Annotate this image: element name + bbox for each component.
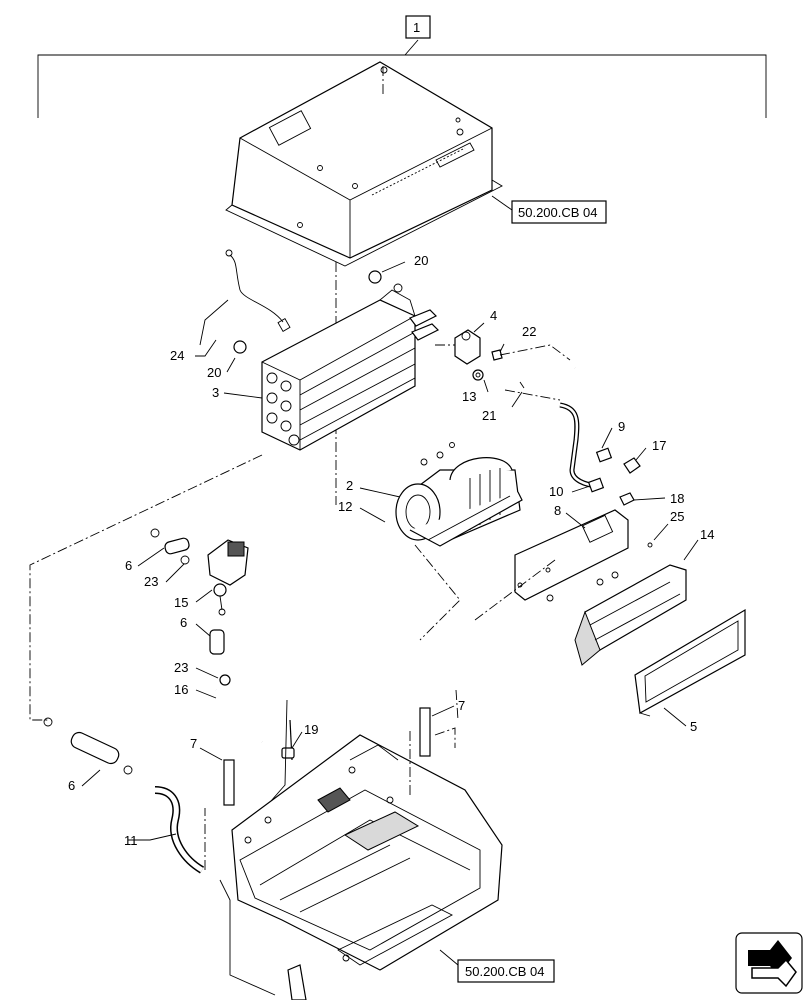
alignment-line	[504, 389, 561, 401]
callout-7-left[interactable]: 7	[190, 736, 223, 761]
callout-13[interactable]: 13	[462, 379, 489, 404]
svg-text:20: 20	[414, 253, 428, 268]
page-navigation-arrow-icon[interactable]	[735, 932, 803, 994]
callout-24[interactable]: 24	[170, 339, 217, 363]
roof-housing	[225, 61, 503, 267]
alignment-line	[434, 727, 456, 748]
callout-10[interactable]: 10	[549, 484, 591, 499]
svg-text:8: 8	[554, 503, 561, 518]
water-valve-15	[207, 539, 249, 616]
callout-25[interactable]: 25	[653, 509, 684, 541]
svg-text:25: 25	[670, 509, 684, 524]
seal-strip-7-left	[223, 759, 235, 806]
hose-6-lower	[43, 717, 133, 775]
svg-text:15: 15	[174, 595, 188, 610]
svg-text:6: 6	[180, 615, 187, 630]
assembly-bracket	[37, 39, 767, 118]
callout-assembly[interactable]: 1	[405, 15, 431, 39]
callout-15[interactable]: 15	[174, 589, 213, 610]
hose-6-mid	[209, 629, 225, 655]
alignment-line	[435, 344, 571, 361]
cap-18	[619, 492, 635, 506]
cap-17	[623, 457, 641, 474]
callout-2[interactable]: 2	[346, 478, 401, 498]
clamp-23-lower	[219, 674, 231, 686]
callout-22[interactable]: 22	[499, 324, 536, 353]
svg-text:50.200.CB 04: 50.200.CB 04	[518, 205, 598, 220]
svg-text:19: 19	[304, 722, 318, 737]
alignment-line	[414, 544, 461, 641]
svg-text:21: 21	[482, 408, 496, 423]
svg-text:6: 6	[125, 558, 132, 573]
svg-text:20: 20	[207, 365, 221, 380]
svg-text:6: 6	[68, 778, 75, 793]
sensor-wire	[199, 249, 291, 346]
svg-text:1: 1	[413, 20, 420, 35]
svg-text:22: 22	[522, 324, 536, 339]
filter-frame-5	[634, 608, 746, 717]
svg-text:23: 23	[144, 574, 158, 589]
seal-strip-7-right	[419, 707, 431, 757]
blower-assembly	[395, 442, 523, 547]
callout-5[interactable]: 5	[663, 707, 697, 734]
callout-20-upper[interactable]: 20	[381, 253, 428, 273]
svg-text:24: 24	[170, 348, 184, 363]
svg-text:2: 2	[346, 478, 353, 493]
hose-11	[154, 786, 205, 874]
callout-7-right[interactable]: 7	[431, 698, 465, 717]
evaporator-core	[261, 283, 440, 451]
svg-text:9: 9	[618, 419, 625, 434]
svg-text:3: 3	[212, 385, 219, 400]
svg-text:7: 7	[190, 736, 197, 751]
svg-text:14: 14	[700, 527, 714, 542]
callout-20-lower[interactable]: 20	[207, 357, 236, 380]
reference-top[interactable]: 50.200.CB 04	[491, 195, 607, 224]
expansion-valve	[454, 329, 503, 381]
hose-16	[215, 689, 263, 743]
svg-text:50.200.CB 04: 50.200.CB 04	[465, 964, 545, 979]
grommet-upper	[368, 270, 382, 284]
callout-23-lower[interactable]: 23	[174, 660, 219, 679]
callout-6-mid[interactable]: 6	[180, 615, 211, 637]
svg-text:17: 17	[652, 438, 666, 453]
callout-12[interactable]: 12	[338, 499, 386, 523]
fitting-19	[281, 747, 295, 759]
svg-text:11: 11	[124, 833, 138, 848]
callout-6-lower[interactable]: 6	[68, 769, 101, 793]
callout-18[interactable]: 18	[633, 491, 684, 506]
svg-text:16: 16	[174, 682, 188, 697]
svg-text:7: 7	[458, 698, 465, 713]
svg-text:5: 5	[690, 719, 697, 734]
callout-23-upper[interactable]: 23	[144, 563, 185, 589]
refrigerant-lines	[559, 366, 613, 493]
svg-text:23: 23	[174, 660, 188, 675]
filter-housing-14	[546, 542, 687, 666]
svg-text:12: 12	[338, 499, 352, 514]
alignment-line	[474, 559, 556, 621]
callout-8[interactable]: 8	[554, 503, 586, 529]
svg-text:4: 4	[490, 308, 497, 323]
callout-17[interactable]: 17	[635, 438, 666, 461]
alignment-line	[409, 689, 459, 795]
callout-3[interactable]: 3	[212, 385, 263, 400]
reference-bottom[interactable]: 50.200.CB 04	[439, 949, 555, 983]
alignment-line	[29, 454, 263, 721]
callout-19[interactable]: 19	[291, 722, 318, 749]
svg-text:10: 10	[549, 484, 563, 499]
callout-4[interactable]: 4	[473, 308, 497, 333]
callout-6-upper[interactable]: 6	[125, 547, 165, 573]
grommet-lower	[233, 340, 247, 354]
callout-9[interactable]: 9	[601, 419, 625, 449]
clamp-6-upper	[150, 528, 190, 565]
svg-text:18: 18	[670, 491, 684, 506]
svg-text:13: 13	[462, 389, 476, 404]
callout-16[interactable]: 16	[174, 682, 217, 699]
filter-cover-8	[514, 509, 629, 601]
callout-14[interactable]: 14	[683, 527, 714, 561]
callout-21[interactable]: 21	[482, 391, 523, 423]
callout-11[interactable]: 11	[124, 833, 177, 848]
cab-floor-frame	[219, 734, 503, 1001]
